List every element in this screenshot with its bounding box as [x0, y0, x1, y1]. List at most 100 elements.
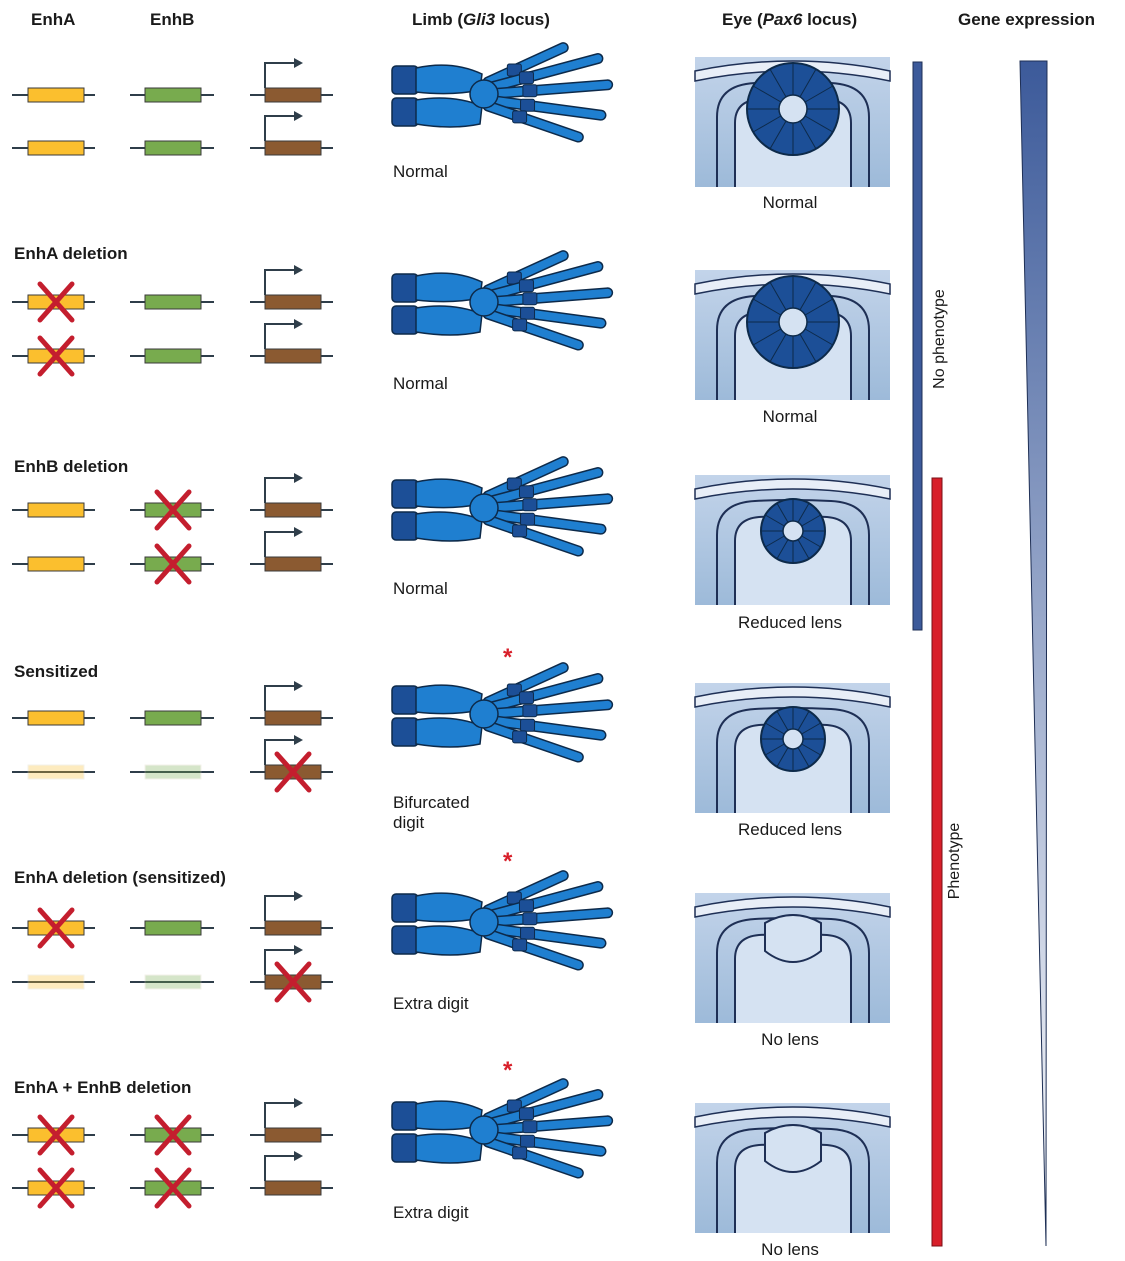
radius-bone: [392, 480, 418, 508]
no-phenotype-label: No phenotype: [931, 279, 949, 399]
gene-box: [265, 1181, 321, 1195]
gene-box: [265, 295, 321, 309]
eye-section-icon: [695, 270, 890, 400]
no-phenotype-bar: [913, 62, 922, 630]
gene-box: [265, 557, 321, 571]
metacarpal-joint: [513, 731, 527, 743]
gene-expression-wedge: [1020, 61, 1047, 1246]
metacarpal-joint: [513, 525, 527, 537]
promoter-arrowhead-icon: [294, 681, 303, 691]
ulna-bone: [392, 718, 418, 746]
row-title-enha-enhb-deletion: EnhA + EnhB deletion: [14, 1078, 191, 1098]
promoter-arrowhead-icon: [294, 319, 303, 329]
metacarpal-joint: [521, 307, 535, 319]
enhancer-b-box: [145, 765, 201, 779]
metacarpal-joint: [519, 1108, 533, 1120]
promoter-arrowhead-icon: [294, 891, 303, 901]
promoter-arrowhead-icon: [294, 1098, 303, 1108]
metacarpal-joint: [519, 692, 533, 704]
enhancer-b-box: [145, 975, 201, 989]
empty-lens-vesicle: [765, 915, 821, 962]
row-title-sensitized: Sensitized: [14, 662, 98, 682]
eye-section-icon: [695, 1103, 890, 1233]
limb-skeleton-icon: [392, 462, 608, 551]
promoter-arrowhead-icon: [294, 1151, 303, 1161]
ulna-bone: [392, 306, 418, 334]
carpal-bone: [470, 908, 498, 936]
promoter-arrow-icon: [265, 950, 295, 975]
asterisk-row6: *: [503, 1061, 512, 1081]
enhancer-a-box: [28, 765, 84, 779]
carpal-bone: [470, 494, 498, 522]
ulna-bone: [392, 512, 418, 540]
metacarpal-joint: [513, 111, 527, 123]
promoter-arrowhead-icon: [294, 527, 303, 537]
gene-box: [265, 88, 321, 102]
limb-caption-row6: Extra digit: [393, 1203, 469, 1223]
row-title-enha-deletion: EnhA deletion: [14, 244, 128, 264]
ulna-bone: [392, 926, 418, 954]
metacarpal-joint: [521, 513, 535, 525]
metacarpal-joint: [523, 293, 537, 305]
eye-caption-row2: Normal: [695, 407, 885, 427]
radius-bone: [392, 686, 418, 714]
promoter-arrowhead-icon: [294, 473, 303, 483]
promoter-arrow-icon: [265, 1103, 295, 1128]
metacarpal-joint: [523, 913, 537, 925]
radius-bone: [392, 894, 418, 922]
ulna-bone: [392, 98, 418, 126]
gene-box: [265, 141, 321, 155]
limb-caption-row1: Normal: [393, 162, 448, 182]
metacarpal-joint: [519, 900, 533, 912]
promoter-arrow-icon: [265, 478, 295, 503]
metacarpal-joint: [519, 486, 533, 498]
radius-bone: [392, 274, 418, 302]
limb-skeleton-icon: [392, 48, 608, 137]
lens-nucleus: [783, 729, 803, 749]
enhancer-a-box: [28, 975, 84, 989]
promoter-arrowhead-icon: [294, 735, 303, 745]
promoter-arrow-icon: [265, 116, 295, 141]
promoter-arrowhead-icon: [294, 945, 303, 955]
promoter-arrow-icon: [265, 1156, 295, 1181]
limb-skeleton-icon: [392, 668, 608, 757]
metacarpal-joint: [521, 927, 535, 939]
metacarpal-joint: [523, 85, 537, 97]
metacarpal-joint: [523, 705, 537, 717]
promoter-arrow-icon: [265, 896, 295, 921]
eye-section-icon: [695, 683, 890, 813]
lens-nucleus: [779, 95, 807, 123]
limb-skeleton-icon: [392, 876, 608, 965]
enhancer-b-box: [145, 141, 201, 155]
enhancer-a-box: [28, 88, 84, 102]
promoter-arrowhead-icon: [294, 265, 303, 275]
promoter-arrow-icon: [265, 686, 295, 711]
limb-caption-row2: Normal: [393, 374, 448, 394]
limb-skeleton-icon: [392, 256, 608, 345]
header-gene-expression: Gene expression: [958, 10, 1095, 30]
asterisk-row4: *: [503, 648, 512, 668]
carpal-bone: [470, 80, 498, 108]
eye-section-icon: [695, 893, 890, 1023]
promoter-arrow-icon: [265, 740, 295, 765]
eye-caption-row5: No lens: [695, 1030, 885, 1050]
promoter-arrow-icon: [265, 532, 295, 557]
gene-box: [265, 921, 321, 935]
phenotype-bar: [932, 478, 942, 1246]
enhancer-b-box: [145, 349, 201, 363]
metacarpal-joint: [513, 939, 527, 951]
header-enha: EnhA: [31, 10, 75, 30]
metacarpal-joint: [523, 1121, 537, 1133]
limb-caption-row3: Normal: [393, 579, 448, 599]
asterisk-row5: *: [503, 852, 512, 872]
lens-nucleus: [779, 308, 807, 336]
gene-box: [265, 503, 321, 517]
metacarpal-joint: [521, 1135, 535, 1147]
row-title-enhb-deletion: EnhB deletion: [14, 457, 128, 477]
enhancer-a-box: [28, 557, 84, 571]
eye-caption-row3: Reduced lens: [695, 613, 885, 633]
promoter-arrow-icon: [265, 63, 295, 88]
limb-skeleton-icon: [392, 1084, 608, 1173]
